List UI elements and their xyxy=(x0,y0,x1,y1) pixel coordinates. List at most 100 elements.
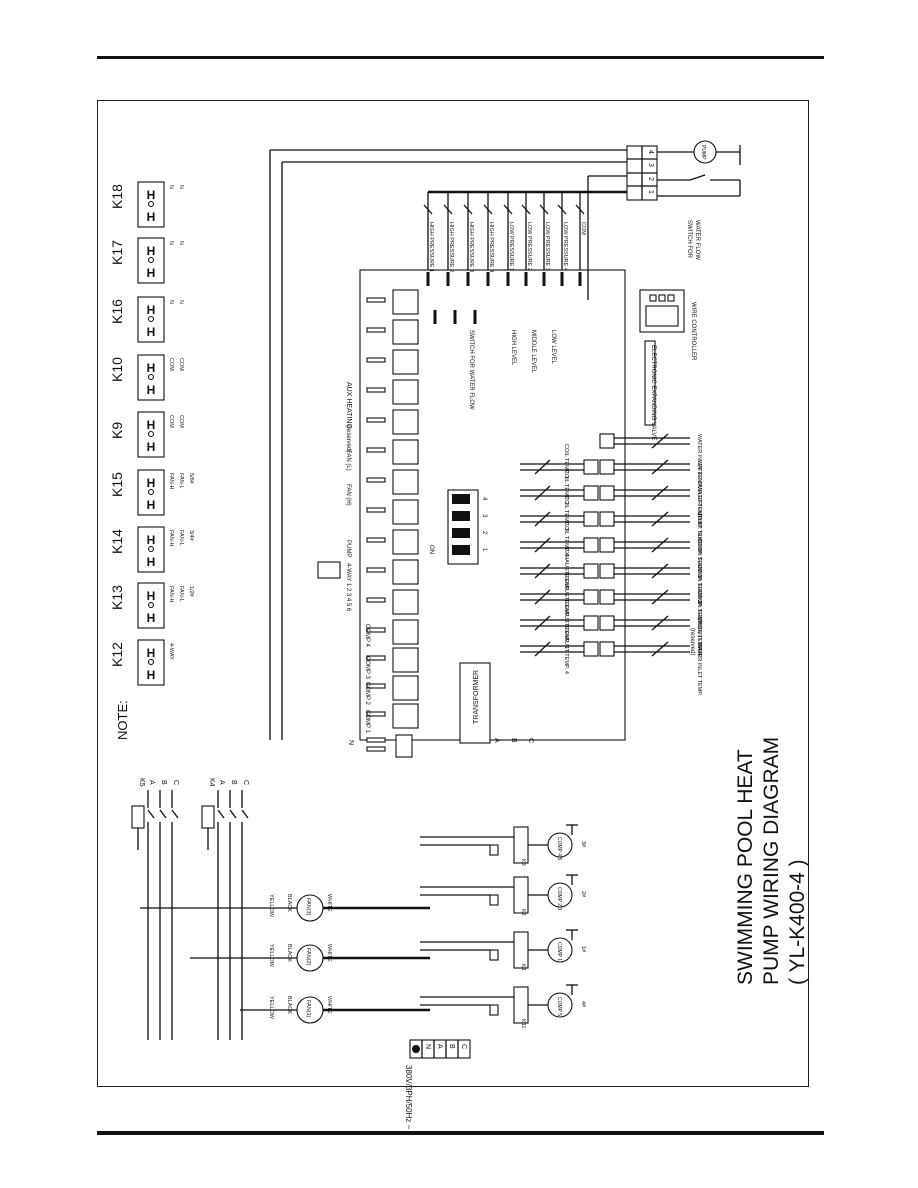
controller-board: AUX HEATING (reserved) FAN (L) FAN (H) P… xyxy=(317,269,626,758)
sensor-label: COIL TEMP. 3 xyxy=(563,496,569,531)
board-relay xyxy=(392,469,419,495)
note-label: NOTE: xyxy=(115,700,130,740)
pressure-switch-pin xyxy=(524,272,528,286)
relay-id-k14: K14 xyxy=(109,529,125,554)
fan-wire-black: BLACK xyxy=(286,894,292,912)
relay-pin-bottom: H xyxy=(147,266,156,280)
wire-controller: WIRE CONTROLLER xyxy=(639,289,696,361)
board-n-terminal xyxy=(366,746,386,752)
phase-a-label: A xyxy=(493,738,500,743)
relay-coil xyxy=(147,545,155,553)
phase-b-label: B xyxy=(510,738,517,743)
contactor-id: K5 xyxy=(138,778,145,787)
dip-num-2: 2 xyxy=(481,531,487,535)
pressure-switch-2: HIGH PRESSURE 2 xyxy=(443,192,454,286)
sensor-connector xyxy=(583,563,599,579)
relay-label: FAN-H xyxy=(168,530,174,547)
fan-wire-black: BLACK xyxy=(286,996,292,1014)
pressure-switch-4: HIGH PRESSURE 4 xyxy=(483,192,494,286)
board-relay-terminal xyxy=(366,327,386,333)
board-relay-terminal xyxy=(366,537,386,543)
fan-motor-label: FAN(1) xyxy=(305,1000,311,1018)
relay-id-k18: K18 xyxy=(109,184,125,209)
relay-id-k9: K9 xyxy=(109,422,125,439)
sensor-label: EXHAUST TEMP. 1 xyxy=(563,548,569,596)
eev: ELECTRONIC EXPANDING VALVE xyxy=(644,340,656,440)
sensor-left-2: COIL TEMP. 2 xyxy=(520,470,599,505)
sensor-right-4: COMP. SUCTION TEMP. 1 xyxy=(599,511,702,578)
relay-label: COM xyxy=(178,358,184,371)
wire-controller-key-1 xyxy=(649,294,657,302)
sensor-connector xyxy=(583,485,599,501)
relay-pin-top: H xyxy=(147,244,156,258)
sensor-left-5: EXHAUST TEMP. 1 xyxy=(520,548,599,596)
board-relay-terminal xyxy=(366,507,386,513)
n-connector xyxy=(395,734,413,758)
title-line-1: SWIMMING POOL HEAT xyxy=(734,749,757,985)
fan-motor-label: FAN(2) xyxy=(305,948,311,966)
sensor-label: COMP. SUCTION TEMP. 3 xyxy=(696,564,702,630)
board-relay-terminal xyxy=(366,477,386,483)
compressor-capacitor xyxy=(489,949,499,961)
power-supply-label: 380V/3PH/50Hz ~ xyxy=(404,1065,413,1130)
wire-controller-label: WIRE CONTROLLER xyxy=(690,302,696,361)
relay-label: FAN-L xyxy=(178,473,184,489)
wire-controller-key-3 xyxy=(667,294,675,302)
relay-label: N xyxy=(168,241,174,245)
board-relay xyxy=(392,439,419,465)
relay-pin-top: H xyxy=(147,361,156,375)
relay-pin-top: H xyxy=(147,188,156,202)
sensor-connector xyxy=(599,511,615,527)
sensor-label: COIL TEMP. 2 xyxy=(563,470,569,505)
pressure-switch-pin xyxy=(486,272,490,286)
sensor-label: COMP. SUCTION TEMP. 1 xyxy=(696,512,702,578)
relay-pin-top: H xyxy=(147,476,156,490)
top-wires xyxy=(269,149,627,740)
board-relay xyxy=(392,559,419,585)
pressure-switch-label: COM xyxy=(580,222,586,235)
sensor-right-7: COMP. SUCTION TEMP. 4 xyxy=(599,589,702,656)
relay-pin-top: H xyxy=(147,589,156,603)
relay-label: COM xyxy=(168,415,174,428)
sensor-label: WATER OUTLET TEMP. 1 xyxy=(696,460,702,525)
relay-label: 3/4# xyxy=(188,530,194,542)
sensor-connector xyxy=(599,485,615,501)
sensor-left-1: COIL TEMP. 1 xyxy=(520,444,599,479)
compressor-contactor-id: K1 xyxy=(520,964,526,971)
relay-pin-top: H xyxy=(147,418,156,432)
pressure-switch-3: HIGH PRESSURE 3 xyxy=(463,192,474,286)
relay-label: COM xyxy=(178,415,184,428)
fan-wire-black: BLACK xyxy=(286,944,292,962)
pressure-switch-label: LOW PRESSURE 1 xyxy=(508,222,514,271)
dip-switch-3 xyxy=(452,528,470,538)
power-terminal-block xyxy=(409,1039,471,1059)
fan-l-label: FAN (L) xyxy=(345,450,351,471)
low-level-label: LOW LEVEL xyxy=(550,330,556,365)
aux-heating-label: AUX HEATING xyxy=(345,382,352,429)
board-relay xyxy=(392,647,419,673)
fan-wire-white: WHITE xyxy=(326,894,332,912)
relay-label: COM xyxy=(168,358,174,371)
pressure-switch-7: LOW PRESSURE 3 xyxy=(539,192,550,286)
sensor-connector xyxy=(599,459,615,475)
board-relay xyxy=(392,529,419,555)
fan-motor-label: FAN(3) xyxy=(305,898,311,916)
middle-level-label: MIDDLE LEVEL xyxy=(530,330,536,374)
sensor-label: COIL TEMP. 1 xyxy=(563,444,569,479)
relay-pin-bottom: H xyxy=(147,555,156,569)
compressor-contactor-id: K3 xyxy=(520,859,526,866)
sensor-connector xyxy=(599,589,615,605)
relay-label: N xyxy=(178,185,184,189)
wire-controller-key-2 xyxy=(658,294,666,302)
pressure-switch-label: LOW PRESSURE 3 xyxy=(544,222,550,271)
sensor-connector xyxy=(599,537,615,553)
contactor-phase: C xyxy=(242,780,249,785)
